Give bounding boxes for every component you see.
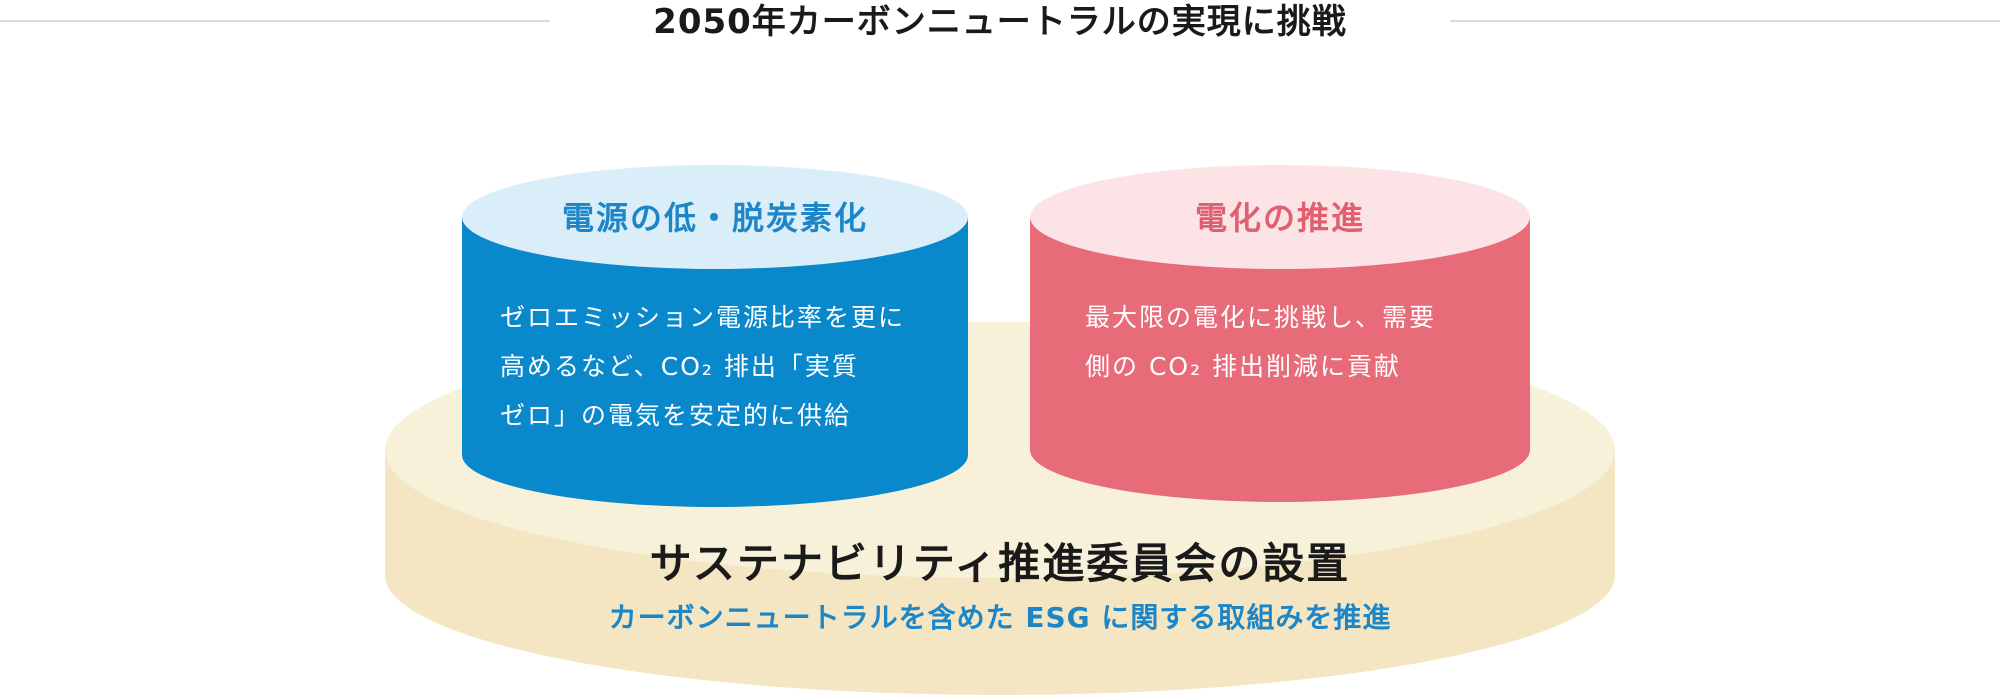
pillar-cylinder-blue-body	[462, 217, 968, 507]
pillar-text-line: 側の CO₂ 排出削減に貢献	[1085, 352, 1402, 381]
pillar-cylinder-red	[1030, 165, 1530, 502]
pillar-cylinder-red-body	[1030, 217, 1530, 502]
pillar-text-electrification: 最大限の電化に挑戦し、需要 側の CO₂ 排出削減に貢献	[1085, 293, 1505, 391]
pillar-cylinder-blue	[462, 165, 968, 507]
pillar-cylinder-blue-top	[462, 165, 968, 269]
pillar-title-decarbonization: 電源の低・脱炭素化	[561, 199, 868, 237]
pillar-text-line: ゼロエミッション電源比率を更に	[500, 303, 906, 332]
base-subtitle: カーボンニュートラルを含めた ESG に関する取組みを推進	[608, 601, 1392, 634]
pillar-cylinder-red-top	[1030, 165, 1530, 269]
title-rule-left	[0, 20, 550, 22]
base-title: サステナビリティ推進委員会の設置	[649, 539, 1351, 588]
pillar-text-decarbonization: ゼロエミッション電源比率を更に 高めるなど、CO₂ 排出「実質 ゼロ」の電気を安…	[500, 293, 950, 440]
page-title: 2050年カーボンニュートラルの実現に挑戦	[653, 2, 1347, 42]
title-rule-right	[1450, 20, 2000, 22]
pillar-text-line: 最大限の電化に挑戦し、需要	[1085, 303, 1437, 332]
pillar-text-line: 高めるなど、CO₂ 排出「実質	[500, 352, 859, 381]
pillar-text-line: ゼロ」の電気を安定的に供給	[500, 401, 852, 430]
pillar-title-electrification: 電化の推進	[1194, 199, 1365, 237]
